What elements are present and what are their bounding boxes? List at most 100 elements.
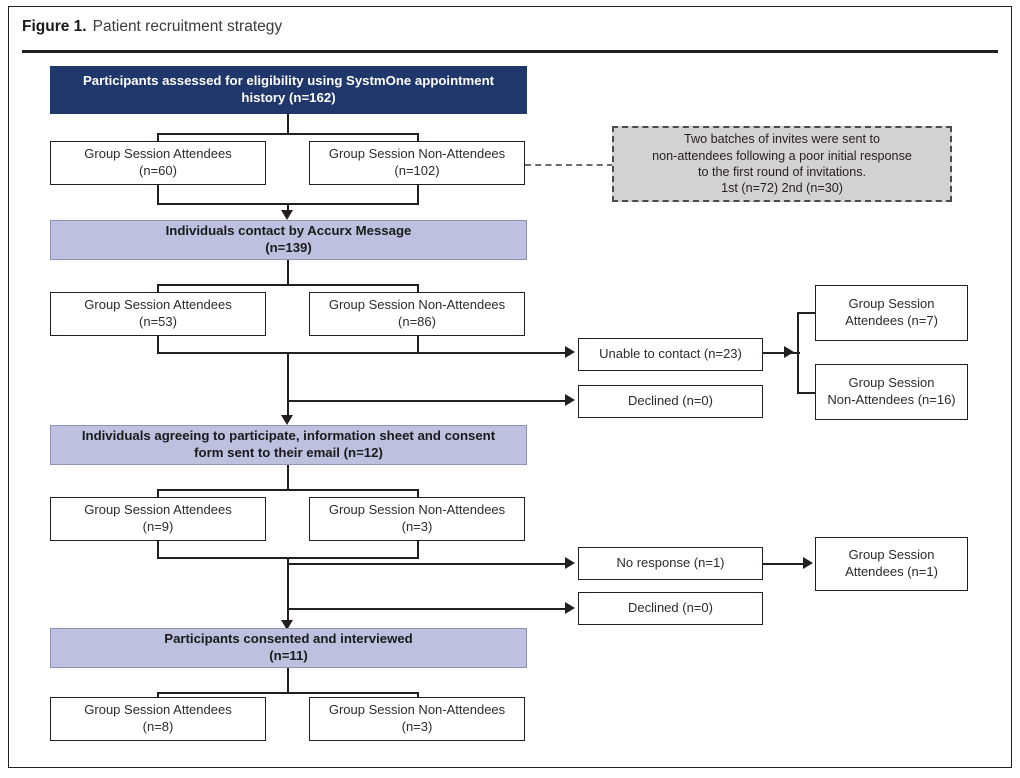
connector-consented-right-drop (417, 692, 420, 701)
node-contacted-line2: (n=139) (265, 240, 312, 255)
node-declined-second: Declined (n=0) (578, 592, 763, 625)
node-note-batches: Two batches of invites were sent to non-… (612, 126, 952, 202)
node-consented-non-attendees: Group Session Non-Attendees (n=3) (309, 697, 525, 741)
node-consented-attendees: Group Session Attendees (n=8) (50, 697, 266, 741)
node-contacted-attendees-line2: (n=53) (139, 314, 177, 329)
connector-agreeing-left-drop (157, 489, 160, 498)
node-agreeing-attendees-line1: Group Session Attendees (84, 502, 232, 518)
connector-contacted-left-drop (157, 284, 160, 293)
node-agreeing-line1: Individuals agreeing to participate, inf… (81, 428, 496, 444)
connector-unable-bracket (797, 312, 800, 394)
node-assessed: Participants assessed for eligibility us… (50, 66, 527, 114)
node-contacted-non-attendees-line1: Group Session Non-Attendees (328, 297, 506, 313)
connector-t1-to-contacted (287, 203, 290, 215)
node-consented-non-attendees-line1: Group Session Non-Attendees (328, 702, 506, 718)
node-unable-attendees-line1: Group Session (848, 296, 935, 312)
connector-consented-left-drop (157, 692, 160, 701)
node-unable-non-attendees: Group Session Non-Attendees (n=16) (815, 364, 968, 420)
connector-agreeing-trunk (287, 465, 290, 491)
node-no-response-label: No response (n=1) (616, 555, 725, 571)
node-agreeing-attendees-line2: (n=9) (142, 519, 174, 534)
node-declined-first-label: Declined (n=0) (628, 393, 713, 409)
node-unable-non-attendees-line2: Non-Attendees (n=16) (827, 392, 956, 407)
connector-unable-to-att (797, 312, 816, 315)
figure-caption: Figure 1.Patient recruitment strategy (22, 18, 982, 44)
node-declined-second-label: Declined (n=0) (628, 600, 713, 616)
note-line1: Two batches of invites were sent to (683, 132, 880, 147)
arrow-unable-split (784, 346, 794, 358)
caption-divider (22, 50, 998, 53)
connector-to-declined2 (287, 608, 567, 611)
node-agreeing-attendees: Group Session Attendees (n=9) (50, 497, 266, 541)
node-noresponse-attendees-line1: Group Session (848, 547, 935, 563)
connector-assessed-trunk (287, 114, 290, 135)
node-agreeing-line2: form sent to their email (n=12) (194, 445, 383, 460)
node-unable-non-attendees-line1: Group Session (848, 375, 935, 391)
node-noresponse-attendees: Group Session Attendees (n=1) (815, 537, 968, 591)
node-consented-line2: (n=11) (269, 648, 308, 663)
node-declined-first: Declined (n=0) (578, 385, 763, 418)
connector-contacted-right-drop (417, 284, 420, 293)
connector-agreeing-right-drop (417, 489, 420, 498)
connector-contacted-trunk (287, 260, 290, 286)
connector-t2-trunk (287, 352, 290, 420)
figure-frame (8, 6, 1012, 768)
connector-noresponse-out (763, 563, 807, 566)
arrow-to-contacted (281, 210, 293, 220)
node-consented-line1: Participants consented and interviewed (164, 631, 413, 647)
node-agreeing-non-attendees: Group Session Non-Attendees (n=3) (309, 497, 525, 541)
node-assessed-non-attendees-line1: Group Session Non-Attendees (328, 146, 506, 162)
node-contacted-attendees: Group Session Attendees (n=53) (50, 292, 266, 336)
connector-consented-trunk (287, 668, 290, 694)
node-contacted-non-attendees: Group Session Non-Attendees (n=86) (309, 292, 525, 336)
node-assessed-attendees-line1: Group Session Attendees (84, 146, 232, 162)
connector-assessed-right-drop (417, 133, 420, 142)
note-line3: to the first round of invitations. (697, 165, 866, 179)
connector-to-declined1 (287, 400, 567, 403)
node-contacted: Individuals contact by Accurx Message (n… (50, 220, 527, 260)
node-assessed-line2: history (n=162) (241, 90, 336, 105)
node-contacted-non-attendees-line2: (n=86) (398, 314, 436, 329)
node-noresponse-attendees-line2: Attendees (n=1) (845, 564, 938, 579)
node-consented-attendees-line2: (n=8) (142, 719, 174, 734)
node-assessed-attendees-line2: (n=60) (139, 163, 177, 178)
figure-label: Figure 1. (22, 18, 87, 35)
node-contacted-line1: Individuals contact by Accurx Message (165, 223, 412, 239)
node-assessed-attendees: Group Session Attendees (n=60) (50, 141, 266, 185)
arrow-to-declined1 (565, 394, 575, 406)
node-unable-attendees-line2: Attendees (n=7) (845, 313, 938, 328)
connector-contacted-split (157, 284, 419, 287)
node-agreeing: Individuals agreeing to participate, inf… (50, 425, 527, 465)
node-unable-to-contact-label: Unable to contact (n=23) (599, 346, 742, 362)
node-no-response: No response (n=1) (578, 547, 763, 580)
node-consented-attendees-line1: Group Session Attendees (84, 702, 232, 718)
connector-t3-right-up (417, 541, 420, 559)
note-line2: non-attendees following a poor initial r… (652, 148, 912, 163)
node-assessed-line1: Participants assessed for eligibility us… (82, 73, 495, 89)
connector-agreeing-split (157, 489, 419, 492)
arrow-noresponse-attendees (803, 557, 813, 569)
node-assessed-non-attendees: Group Session Non-Attendees (n=102) (309, 141, 525, 185)
connector-to-unable (287, 352, 567, 355)
node-unable-attendees: Group Session Attendees (n=7) (815, 285, 968, 341)
note-line4: 1st (n=72) 2nd (n=30) (721, 181, 843, 196)
arrow-to-declined2 (565, 602, 575, 614)
connector-unable-to-non (797, 392, 816, 395)
connector-to-noresponse (287, 563, 567, 566)
node-assessed-non-attendees-line2: (n=102) (394, 163, 440, 178)
connector-t1-right-up (417, 185, 420, 205)
connector-note-dashed (525, 164, 613, 166)
arrow-to-agreeing (281, 415, 293, 425)
connector-consented-split (157, 692, 419, 695)
node-agreeing-non-attendees-line1: Group Session Non-Attendees (328, 502, 506, 518)
arrow-to-consented (281, 620, 293, 630)
connector-t3-left-up (157, 541, 160, 559)
node-consented: Participants consented and interviewed (… (50, 628, 527, 668)
arrow-to-noresponse (565, 557, 575, 569)
connector-t2-left-up (157, 336, 160, 354)
node-consented-non-attendees-line2: (n=3) (401, 719, 433, 734)
connector-t1-left-up (157, 185, 160, 205)
connector-assessed-split (157, 133, 419, 136)
connector-unable-out (763, 352, 800, 355)
